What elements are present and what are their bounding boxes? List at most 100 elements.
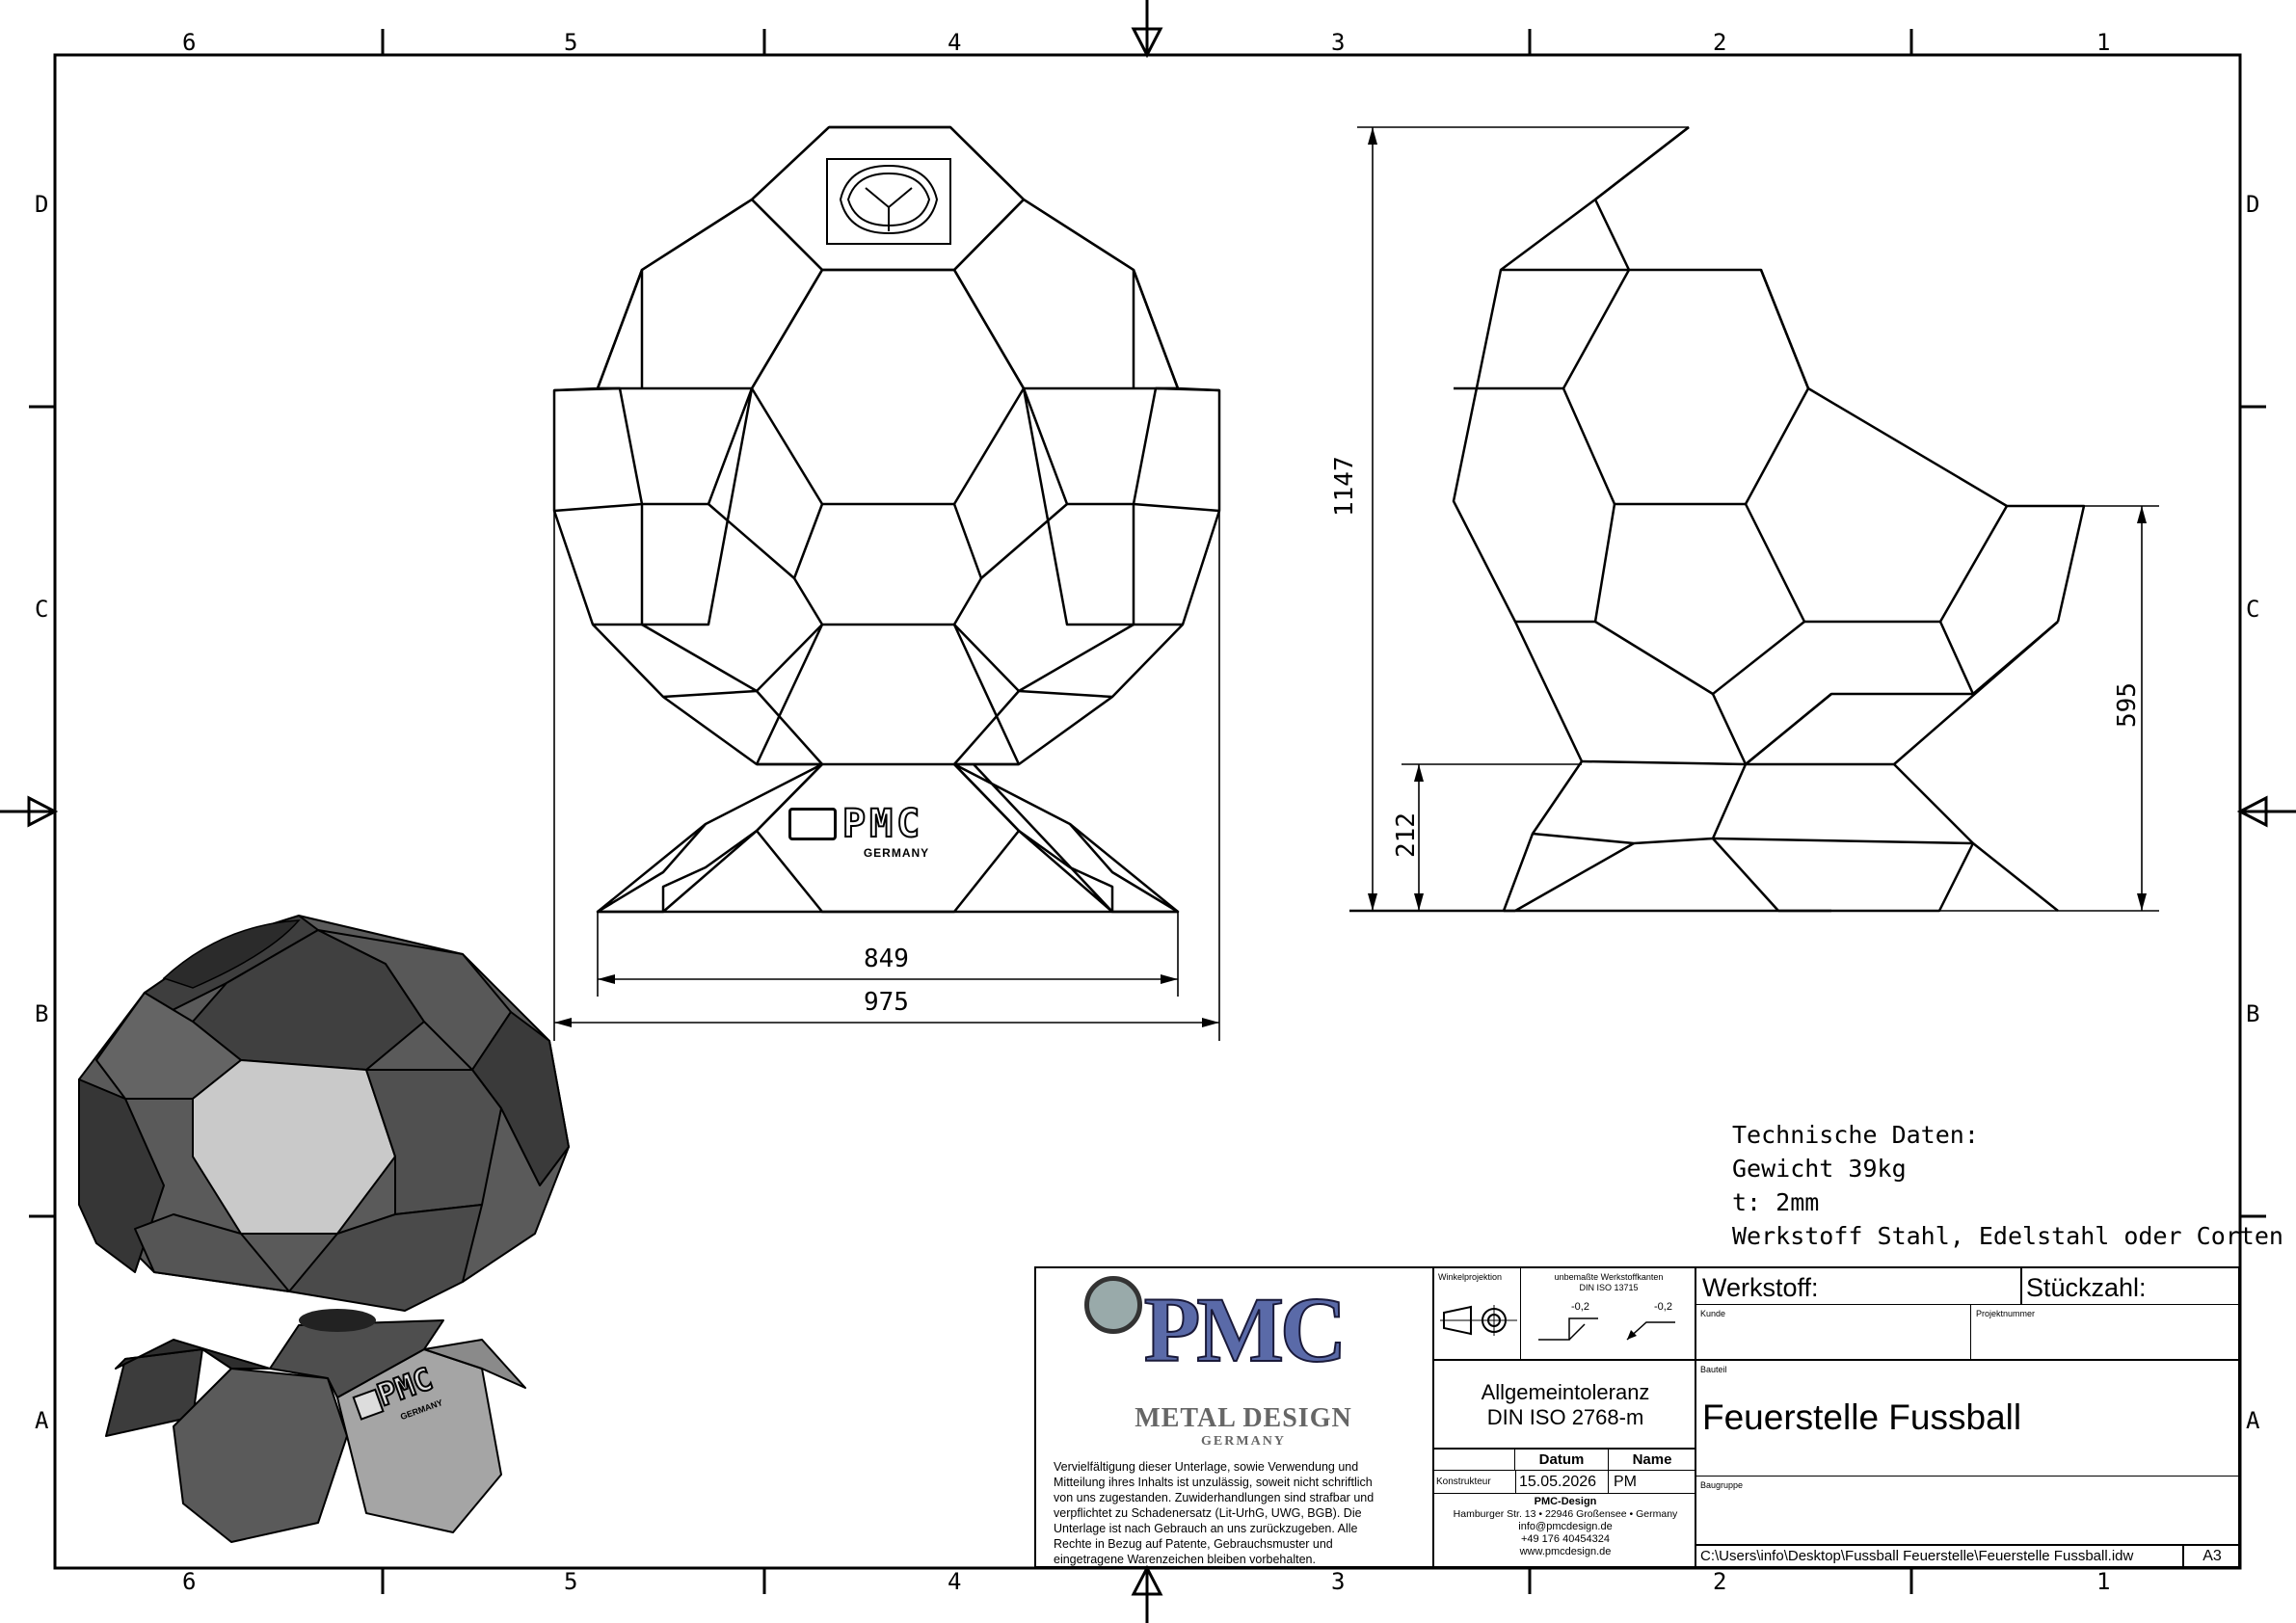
projection-symbol-icon bbox=[1440, 1305, 1517, 1336]
company-address: Hamburger Str. 13 • 22946 Großensee • Ge… bbox=[1453, 1508, 1678, 1520]
title-logo-cell: PMC METAL DESIGN GERMANY Vervielfältigun… bbox=[1036, 1268, 1434, 1568]
row-label-b-right: B bbox=[2246, 1000, 2260, 1027]
row-label-d-right: D bbox=[2246, 191, 2260, 218]
col-label-1-bottom: 1 bbox=[2096, 1568, 2111, 1595]
side-dimensions bbox=[1357, 126, 2159, 912]
divider bbox=[1515, 1471, 1516, 1493]
front-base-logo: PMC GERMANY bbox=[788, 801, 981, 865]
bauteil-label: Bauteil bbox=[1700, 1365, 1727, 1374]
iso-grill bbox=[299, 1309, 376, 1332]
dim-width-inner: 849 bbox=[864, 945, 909, 973]
front-logo-sub: GERMANY bbox=[863, 846, 930, 860]
divider bbox=[2020, 1268, 2022, 1304]
company-name: PMC-Design bbox=[1534, 1496, 1597, 1507]
col-label-2-top: 2 bbox=[1713, 29, 1727, 56]
tech-weight: Gewicht 39kg bbox=[1732, 1155, 1907, 1183]
col-label-5-top: 5 bbox=[564, 29, 578, 56]
konstrukteur-name: PM bbox=[1614, 1474, 1637, 1490]
edges-label1: unbemaßte Werkstoffkanten bbox=[1554, 1272, 1664, 1282]
row-label-c-left: C bbox=[35, 596, 49, 623]
zone-ticks bbox=[29, 29, 2266, 1594]
edge-val1: -0,2 bbox=[1571, 1301, 1589, 1313]
pmc-logo-brand: PMC bbox=[1143, 1278, 1348, 1381]
row-label-a-right: A bbox=[2246, 1407, 2260, 1434]
title-middle-col: Winkelprojektion unbemaßte Werkstoffkant… bbox=[1434, 1268, 1696, 1568]
divider bbox=[1608, 1450, 1609, 1470]
dim-height-upper: 595 bbox=[2113, 682, 2142, 728]
divider bbox=[1970, 1305, 1971, 1359]
konstrukteur-label: Konstrukteur bbox=[1436, 1477, 1491, 1487]
projekt-label: Projektnummer bbox=[1976, 1309, 2036, 1318]
projection-label: Winkelprojektion bbox=[1438, 1272, 1503, 1282]
col-label-4-bottom: 4 bbox=[948, 1568, 962, 1595]
edge-symbols-icon bbox=[1538, 1317, 1675, 1341]
kunde-label: Kunde bbox=[1700, 1309, 1726, 1318]
title-block: PMC METAL DESIGN GERMANY Vervielfältigun… bbox=[1034, 1266, 2240, 1568]
divider bbox=[1608, 1471, 1609, 1493]
konstrukteur-date: 15.05.2026 bbox=[1519, 1474, 1597, 1490]
bauteil-value: Feuerstelle Fussball bbox=[1702, 1397, 2022, 1437]
company-info: PMC-Design Hamburger Str. 13 • 22946 Gro… bbox=[1434, 1496, 1696, 1558]
side-dim-arrows bbox=[1368, 127, 2147, 911]
projection-cell: Winkelprojektion bbox=[1434, 1268, 1521, 1361]
col-label-1-top: 1 bbox=[2096, 29, 2111, 56]
divider bbox=[2182, 1546, 2184, 1568]
bauteil-row: Bauteil Feuerstelle Fussball bbox=[1696, 1361, 2240, 1477]
col-label-6-top: 6 bbox=[182, 29, 197, 56]
dim-width-outer: 975 bbox=[864, 988, 909, 1017]
disclaimer-line: von uns zugestanden. Zuwiderhandlungen s… bbox=[1054, 1491, 1375, 1504]
disclaimer-line: eingetragene Warenzeichen bleiben vorbeh… bbox=[1054, 1553, 1316, 1566]
sheet-format: A3 bbox=[2203, 1548, 2222, 1564]
path-row: C:\Users\info\Desktop\Fussball Feuerstel… bbox=[1696, 1546, 2240, 1568]
company-web: www.pmcdesign.de bbox=[1519, 1546, 1612, 1557]
front-dim-arrows bbox=[554, 974, 1219, 1027]
werkstoff-row: Werkstoff: Stückzahl: bbox=[1696, 1268, 2240, 1305]
tech-thickness: t: 2mm bbox=[1732, 1188, 1820, 1216]
front-dimensions bbox=[553, 390, 1220, 1041]
title-right-col: Werkstoff: Stückzahl: Kunde Projektnumme… bbox=[1696, 1268, 2240, 1568]
col-label-3-top: 3 bbox=[1331, 29, 1346, 56]
baugruppe-row: Baugruppe bbox=[1696, 1477, 2240, 1546]
col-label-3-bottom: 3 bbox=[1331, 1568, 1346, 1595]
tech-data: Technische Daten: Gewicht 39kg t: 2mm We… bbox=[1732, 1118, 2283, 1253]
disclaimer-line: Unterlage ist nach Gebrauch an uns zurüc… bbox=[1054, 1522, 1358, 1535]
pmc-logo-ring-icon bbox=[1084, 1276, 1142, 1334]
front-view bbox=[552, 125, 1221, 914]
iso-top-emblem bbox=[162, 919, 301, 989]
konstrukteur-row: Konstrukteur 15.05.2026 PM bbox=[1434, 1471, 1696, 1494]
col-label-2-bottom: 2 bbox=[1713, 1568, 1727, 1595]
pmc-logo-line1: METAL DESIGN bbox=[1135, 1403, 1352, 1433]
werkstoff-label: Werkstoff: bbox=[1702, 1273, 1819, 1302]
stueckzahl-label: Stückzahl: bbox=[2026, 1273, 2147, 1302]
tolerance-cell: Allgemeintoleranz DIN ISO 2768-m bbox=[1434, 1361, 1696, 1450]
row-label-a-left: A bbox=[35, 1407, 49, 1434]
tolerance-line2: DIN ISO 2768-m bbox=[1486, 1405, 1644, 1429]
disclaimer-line: Mitteilung ihres Inhalts ist unzulässig,… bbox=[1054, 1476, 1373, 1489]
header-blank bbox=[1434, 1450, 1515, 1470]
disclaimer: Vervielfältigung dieser Unterlage, sowie… bbox=[1054, 1459, 1429, 1567]
name-header: Name bbox=[1632, 1451, 1672, 1468]
tech-title: Technische Daten: bbox=[1732, 1121, 1979, 1149]
datum-header-row: Datum Name bbox=[1434, 1450, 1696, 1471]
baugruppe-label: Baugruppe bbox=[1700, 1480, 1744, 1490]
tolerance-line1: Allgemeintoleranz bbox=[1481, 1380, 1650, 1404]
side-view bbox=[1349, 126, 2086, 913]
front-logo-brand: PMC bbox=[841, 801, 924, 847]
row-label-c-right: C bbox=[2246, 596, 2260, 623]
company-phone: +49 176 40454324 bbox=[1520, 1533, 1611, 1545]
disclaimer-line: Vervielfältigung dieser Unterlage, sowie… bbox=[1054, 1460, 1359, 1474]
edge-val2: -0,2 bbox=[1654, 1301, 1672, 1313]
col-label-5-bottom: 5 bbox=[564, 1568, 578, 1595]
edges-cell: unbemaßte Werkstoffkanten DIN ISO 13715 … bbox=[1521, 1268, 1696, 1361]
front-top-emblem bbox=[826, 158, 951, 245]
kunde-row: Kunde Projektnummer bbox=[1696, 1305, 2240, 1361]
row-label-d-left: D bbox=[35, 191, 49, 218]
col-label-4-top: 4 bbox=[948, 29, 962, 56]
col-label-6-bottom: 6 bbox=[182, 1568, 197, 1595]
file-path: C:\Users\info\Desktop\Fussball Feuerstel… bbox=[1700, 1548, 2134, 1564]
row-label-b-left: B bbox=[35, 1000, 49, 1027]
pmc-emblem-icon bbox=[788, 808, 837, 840]
disclaimer-line: Rechte in Bezug auf Patente, Gebrauchsmu… bbox=[1054, 1537, 1333, 1551]
edges-label2: DIN ISO 13715 bbox=[1579, 1283, 1639, 1292]
